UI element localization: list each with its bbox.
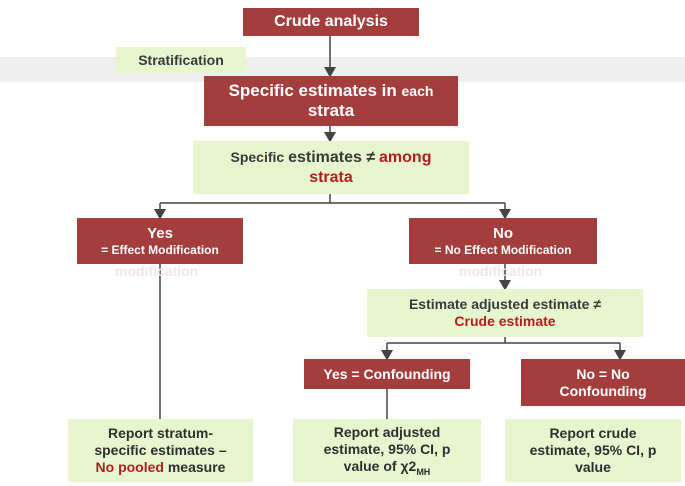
report-adjusted-line3: value of χ2MH <box>343 457 431 477</box>
estimates-among-line2: strata <box>309 168 353 186</box>
specific-estimates-strata-line2: strata <box>307 101 355 120</box>
yes-effect-modification-box: Yes = Effect Modification <box>77 218 243 264</box>
specific-estimates-strata-box: Specific estimates in each strata <box>204 76 458 126</box>
adjusted-line2: Crude estimate <box>454 313 556 329</box>
crude-analysis-box: Crude analysis <box>243 8 419 36</box>
estimates-among-strata-box: Specific estimates ≠ among strata <box>193 141 469 194</box>
estimates-among-line1: Specific estimates ≠ among <box>230 149 432 167</box>
report-adjusted-box: Report adjusted estimate, 95% CI, p valu… <box>293 419 481 482</box>
confounding-yes-label: Yes = Confounding <box>323 365 451 382</box>
report-adjusted-line2: estimate, 95% CI, p <box>323 440 451 457</box>
no-effect-modification-box: No = No Effect Modification <box>409 218 597 264</box>
no-effect-modification-label: = No Effect Modification <box>434 242 572 257</box>
effect-modification-label: = Effect Modification <box>101 242 219 257</box>
stratification-box: Stratification <box>116 47 246 73</box>
report-crude-line1: Report crude <box>549 425 637 442</box>
confounding-no-line2: Confounding <box>559 382 647 399</box>
no-ghost-text: modification <box>459 263 543 279</box>
adjusted-estimate-box: Estimate adjusted estimate ≠ Crude estim… <box>367 289 643 337</box>
report-crude-line2: estimate, 95% CI, p <box>529 442 657 459</box>
report-stratum-line1: Report stratum- <box>107 425 213 442</box>
report-stratum-line3: No pooled measure <box>95 458 226 475</box>
report-adjusted-line1: Report adjusted <box>333 423 441 440</box>
crude-analysis-label: Crude analysis <box>274 13 388 31</box>
yes-title: Yes <box>147 224 173 242</box>
no-title: No <box>493 224 513 242</box>
adjusted-line1: Estimate adjusted estimate ≠ <box>408 296 602 313</box>
specific-estimates-strata-line1: Specific estimates in each <box>228 80 434 100</box>
confounding-no-line1: No = No <box>576 365 630 382</box>
report-stratum-box: Report stratum- specific estimates – No … <box>68 419 253 482</box>
confounding-no-box: No = No Confounding <box>521 359 685 406</box>
report-crude-line3: value <box>575 458 611 475</box>
report-stratum-line2: specific estimates – <box>94 442 227 459</box>
report-crude-box: Report crude estimate, 95% CI, p value <box>505 419 681 482</box>
confounding-yes-box: Yes = Confounding <box>304 359 470 389</box>
stratification-label: Stratification <box>138 51 224 68</box>
yes-ghost-text: modification <box>115 263 199 279</box>
